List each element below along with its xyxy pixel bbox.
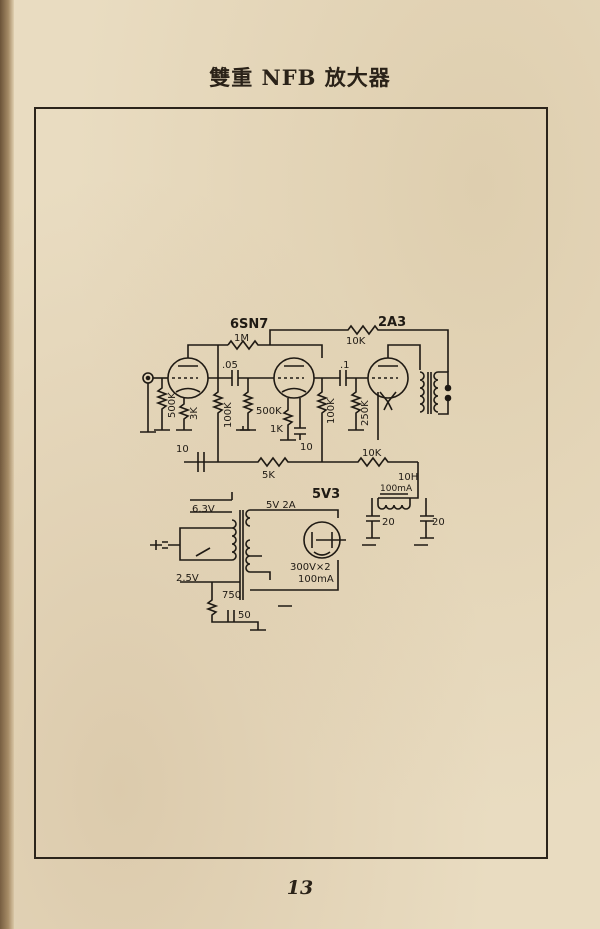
label-cap-20-b: 20 [432, 517, 445, 528]
label-cap-20-a: 20 [382, 517, 395, 528]
label-heater-25: 2.5V [176, 573, 199, 584]
power-switch-icon [195, 547, 211, 557]
capacitor-10-left [197, 452, 205, 472]
label-10k-bus: 10K [362, 448, 382, 459]
tube-2a3-icon [367, 357, 409, 411]
resistor-3k-cathode [176, 398, 192, 431]
ground-symbols [236, 426, 428, 607]
label-hv-secondary: 300V×2 [290, 562, 331, 573]
resistor-10k-top-feedback [269, 324, 449, 372]
label-2a3: 2A3 [378, 315, 406, 330]
page-number: 13 [286, 877, 314, 899]
label-cap-1: .1 [340, 360, 350, 371]
label-50: 50 [238, 610, 251, 621]
resistor-1m-feedback [227, 339, 323, 358]
tube-5v3-icon [303, 521, 341, 559]
bus-line-5k-10k [184, 456, 418, 468]
book-binding-edge [0, 0, 14, 929]
hv-secondary-wires [250, 555, 271, 580]
label-500k-pot: 500K [256, 406, 282, 417]
label-cap-05: .05 [222, 360, 238, 371]
plate-wire-2a3 [387, 344, 421, 370]
label-6sn7: 6SN7 [230, 317, 268, 332]
label-1k: 1K [270, 424, 283, 435]
capacitor-20-a [366, 498, 380, 539]
power-plug-icon [150, 540, 168, 550]
choke-10h-icon [377, 462, 419, 510]
speaker-terminal-icon [444, 384, 452, 392]
output-transformer-icon [419, 371, 439, 414]
label-3k: 3K [189, 407, 200, 420]
capacitor-1-icon [339, 370, 368, 386]
capacitor-10-bypass [294, 398, 306, 440]
power-transformer-icon [231, 509, 251, 600]
label-heater-5v: 5V 2A [266, 500, 296, 511]
label-1m: 1M [234, 333, 249, 344]
speaker-terminal-icon [444, 394, 452, 402]
capacitor-05-icon [231, 370, 239, 386]
label-cap-10-left: 10 [176, 444, 189, 455]
label-250k: 250K [360, 400, 371, 426]
tube-6sn7-b-icon [273, 357, 315, 399]
heater-5v-wires [250, 509, 346, 541]
label-10k-top: 10K [346, 336, 366, 347]
hv-return [250, 560, 339, 591]
tube-6sn7-a-icon [167, 344, 228, 399]
input-ground [140, 383, 156, 433]
label-100k-1: 100K [223, 402, 234, 428]
input-jack-icon [142, 372, 154, 384]
resistor-500k-grid [154, 378, 170, 431]
heater-25-network [180, 581, 266, 631]
schematic-frame [34, 107, 548, 859]
label-cap-10: 10 [300, 442, 313, 453]
label-5k: 5K [262, 470, 275, 481]
label-500k-grid: 500K [167, 392, 178, 418]
resistor-1k-cathode [280, 398, 296, 441]
speaker-wires [438, 371, 449, 415]
resistor-50-icon [227, 610, 235, 622]
label-choke-current: 100mA [380, 484, 413, 494]
potentiometer-500k [240, 378, 256, 431]
resistor-100k-plate-2 [314, 377, 340, 462]
label-hv-current: 100mA [298, 574, 334, 585]
label-750: 750 [222, 590, 241, 601]
label-5v3: 5V3 [312, 487, 340, 502]
mains-wires [168, 527, 232, 561]
capacitor-20-b [420, 498, 434, 539]
label-heater-63: 6.3V [192, 504, 215, 515]
heater-63-wires [190, 492, 233, 513]
label-100k-2: 100K [326, 398, 337, 424]
page-title: 雙重 NFB 放大器 [209, 65, 391, 90]
resistor-100k-plate-1 [211, 345, 225, 462]
label-choke-10h: 10H [398, 472, 418, 483]
resistor-250k-grid [348, 378, 364, 431]
